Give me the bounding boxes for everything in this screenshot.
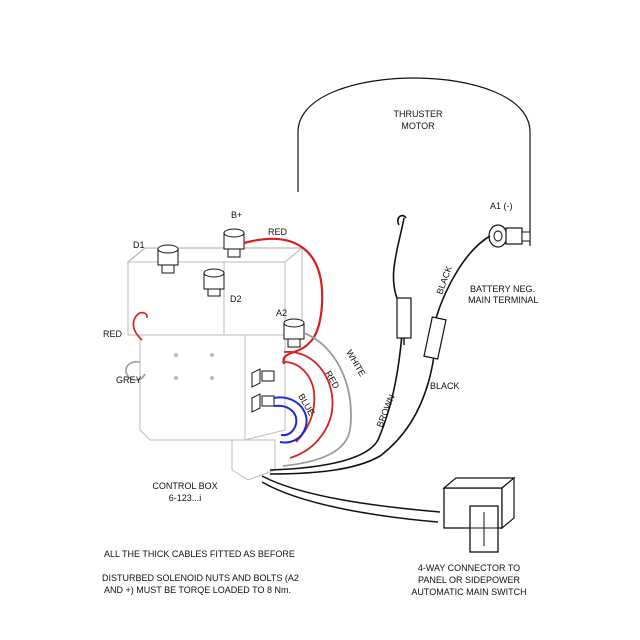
blue-wire-outer	[273, 396, 308, 444]
a1-terminal: A1 (-) BATTERY NEG. MAIN TERMINAL	[468, 201, 538, 305]
notes: ALL THE THICK CABLES FITTED AS BEFORE DI…	[102, 549, 299, 595]
black-wire-fuse	[423, 316, 447, 360]
connector-label-2: PANEL OR SIDEPOWER	[418, 575, 521, 585]
d2-label: D2	[230, 294, 242, 304]
motor-label-1: THRUSTER	[394, 109, 443, 119]
grey-wire-left	[125, 361, 146, 381]
wires	[125, 214, 491, 523]
a2-label: A2	[276, 308, 287, 318]
connector-label-3: AUTOMATIC MAIN SWITCH	[411, 587, 526, 597]
blue-wire-inner	[273, 404, 298, 437]
white-wire	[282, 332, 352, 467]
black-lower-label: BLACK	[430, 381, 460, 391]
connector-cable-2	[261, 481, 439, 523]
brown-wire-fuse	[396, 297, 412, 345]
black-wire	[269, 235, 491, 475]
red-left-label: RED	[103, 329, 123, 339]
b-plus-terminal: B+	[223, 210, 245, 258]
red-cable-b-plus	[243, 237, 324, 365]
connector-label-1: 4-WAY CONNECTOR TO	[418, 563, 520, 573]
four-way-connector: 4-WAY CONNECTOR TO PANEL OR SIDEPOWER AU…	[411, 476, 527, 597]
connector-cable-1	[261, 475, 441, 513]
note-line-1: ALL THE THICK CABLES FITTED AS BEFORE	[104, 549, 295, 559]
a2-terminal: A2	[276, 308, 305, 348]
brown-wire	[269, 214, 407, 471]
battery-label-2: MAIN TERMINAL	[468, 295, 538, 305]
red-wire-left	[132, 311, 148, 341]
control-box-label-1: CONTROL BOX	[152, 481, 217, 491]
thruster-motor: THRUSTER MOTOR	[297, 77, 531, 246]
b-plus-label: B+	[231, 210, 242, 220]
grey-label: GREY	[116, 375, 142, 385]
control-box-label-2: 6-123...i	[169, 493, 202, 503]
brown-label: BROWN	[375, 393, 397, 429]
a1-label: A1 (-)	[490, 201, 513, 211]
black-diagonal-label: BLACK	[434, 265, 453, 296]
note-line-2: DISTURBED SOLENOID NUTS AND BOLTS (A2	[102, 573, 299, 583]
d1-terminal: D1	[133, 240, 179, 274]
battery-label-1: BATTERY NEG.	[470, 284, 535, 294]
red-wire-coil-2	[283, 361, 316, 443]
d2-terminal: D2	[203, 268, 242, 304]
motor-outline	[297, 77, 531, 246]
red-diagonal-label: RED	[323, 369, 341, 391]
motor-label-2: MOTOR	[401, 121, 435, 131]
red-top-label: RED	[268, 227, 288, 237]
white-label: WHITE	[344, 348, 367, 378]
red-wire-coil	[283, 351, 334, 459]
note-line-3: AND +) MUST BE TORQE LOADED TO 8 Nm.	[104, 585, 291, 595]
d1-label: D1	[133, 240, 145, 250]
